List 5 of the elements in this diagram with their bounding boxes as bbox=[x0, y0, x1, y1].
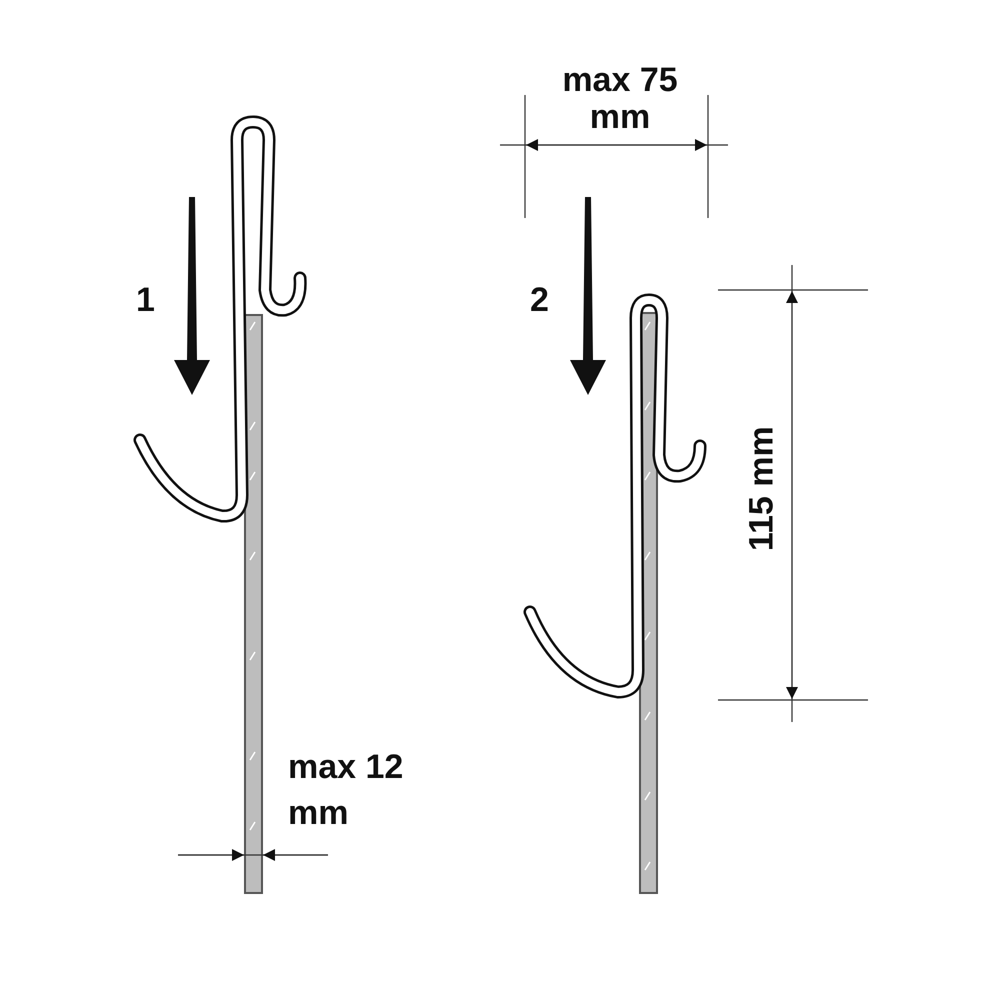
dimension-label: 115 mm bbox=[743, 425, 781, 554]
dimension-label: max 12 mm bbox=[288, 747, 404, 834]
step-number: 2 bbox=[529, 282, 550, 320]
dimension-label: max 75 mm bbox=[561, 62, 679, 137]
step-number: 1 bbox=[135, 282, 156, 320]
